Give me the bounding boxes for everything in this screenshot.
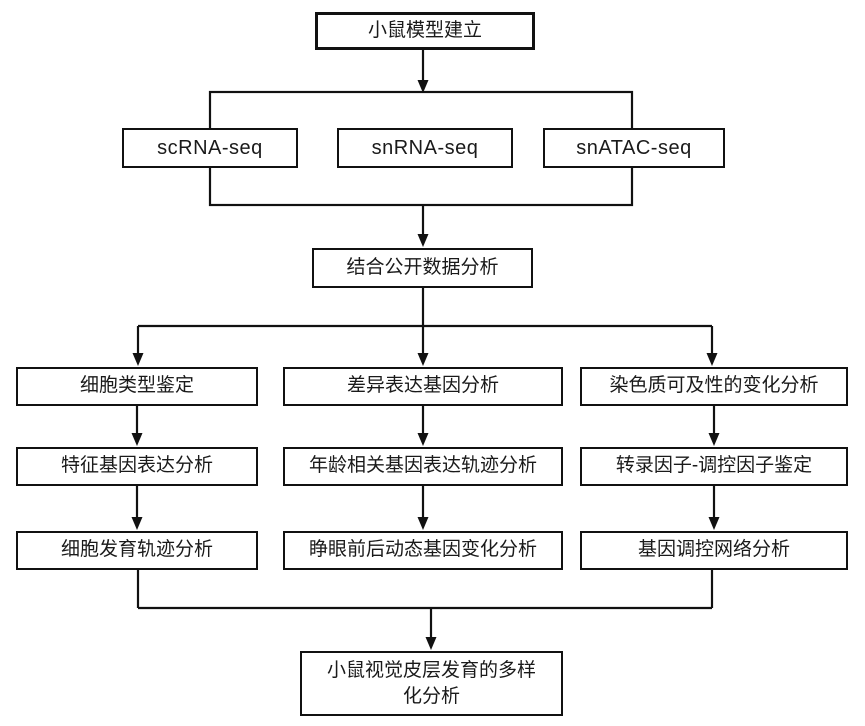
node-snatac-seq-label: snATAC-seq	[576, 137, 692, 159]
node-age-related-trajectory-label: 年龄相关基因表达轨迹分析	[308, 455, 537, 477]
arrowhead-branch-right	[706, 353, 718, 366]
node-eye-opening-dynamic-gene-box: 睁眼前后动态基因变化分析	[283, 531, 563, 570]
node-eye-opening-dynamic-gene-label: 睁眼前后动态基因变化分析	[308, 539, 537, 561]
node-tf-regulator-identification-box: 转录因子-调控因子鉴定	[580, 447, 848, 486]
node-tf-regulator-identification-label: 转录因子-调控因子鉴定	[615, 455, 813, 477]
arrowhead-final	[425, 637, 437, 650]
node-age-related-trajectory-box: 年龄相关基因表达轨迹分析	[283, 447, 563, 486]
arrowhead-c2r2	[417, 433, 429, 446]
arrowhead-c2r3	[417, 517, 429, 530]
node-snrna-seq-label: snRNA-seq	[371, 137, 479, 159]
node-gene-regulatory-network-box: 基因调控网络分析	[580, 531, 848, 570]
node-cell-development-trajectory-box: 细胞发育轨迹分析	[16, 531, 258, 570]
node-differential-expression-label: 差异表达基因分析	[346, 375, 499, 397]
node-final-summary-label-line1: 小鼠视觉皮层发育的多样	[326, 659, 536, 681]
arrowhead-root-to-bracket	[417, 80, 429, 93]
node-cell-development-trajectory-label: 细胞发育轨迹分析	[60, 539, 213, 561]
node-snatac-seq-box: snATAC-seq	[543, 128, 725, 168]
node-gene-regulatory-network-label: 基因调控网络分析	[637, 539, 790, 561]
node-scrna-seq-label: scRNA-seq	[157, 137, 263, 159]
arrowhead-c1r3	[131, 517, 143, 530]
node-marker-gene-expression-label: 特征基因表达分析	[60, 455, 213, 477]
arrowhead-c1r2	[131, 433, 143, 446]
node-mouse-model-box: 小鼠模型建立	[315, 12, 535, 50]
node-differential-expression-box: 差异表达基因分析	[283, 367, 563, 406]
node-final-summary-box: 小鼠视觉皮层发育的多样 化分析	[300, 651, 563, 716]
node-combine-public-data-box: 结合公开数据分析	[312, 248, 533, 288]
arrowhead-c3r2	[708, 433, 720, 446]
node-final-summary-label-line2: 化分析	[402, 685, 460, 707]
arrowhead-branch-left	[132, 353, 144, 366]
arrowhead-bracket-to-combine	[417, 234, 429, 247]
node-combine-public-data-label: 结合公开数据分析	[346, 256, 499, 278]
node-cell-type-identification-box: 细胞类型鉴定	[16, 367, 258, 406]
node-snrna-seq-box: snRNA-seq	[337, 128, 513, 168]
node-chromatin-accessibility-label: 染色质可及性的变化分析	[609, 375, 819, 397]
node-chromatin-accessibility-box: 染色质可及性的变化分析	[580, 367, 848, 406]
arrowhead-c3r3	[708, 517, 720, 530]
arrowhead-branch-center	[417, 353, 429, 366]
node-marker-gene-expression-box: 特征基因表达分析	[16, 447, 258, 486]
node-mouse-model-label: 小鼠模型建立	[367, 19, 482, 41]
node-scrna-seq-box: scRNA-seq	[122, 128, 298, 168]
node-cell-type-identification-label: 细胞类型鉴定	[79, 375, 194, 397]
